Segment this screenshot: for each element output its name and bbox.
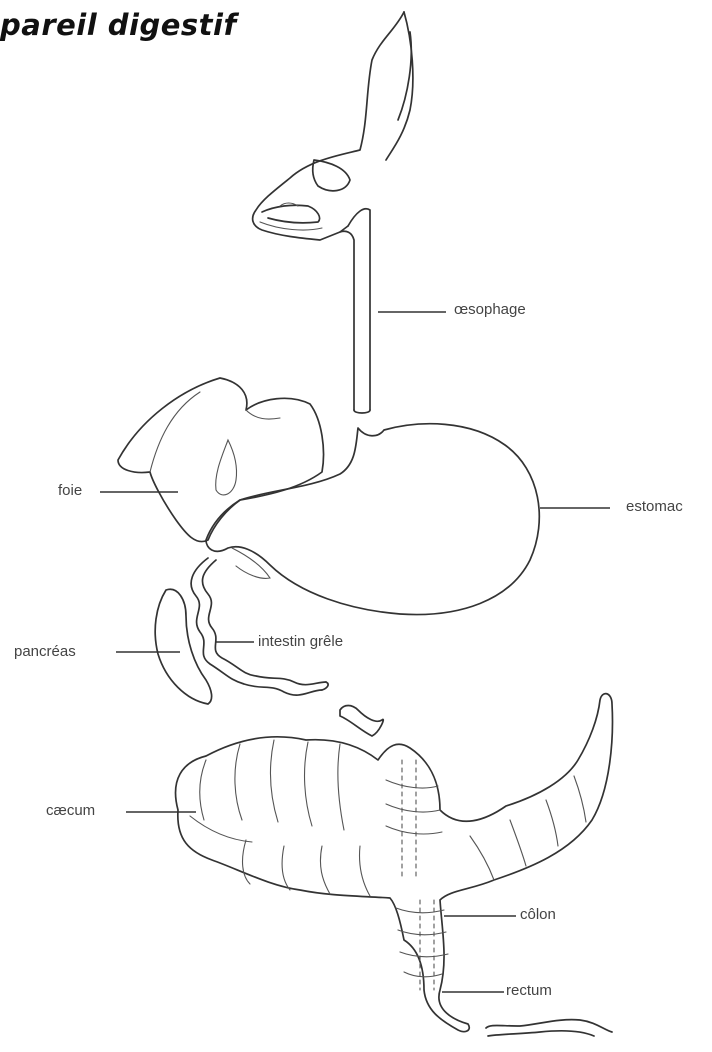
head-outline [253,12,413,240]
label-foie: foie [58,482,82,499]
label-colon: côlon [520,906,556,923]
stomach [206,424,539,615]
label-estomac: estomac [626,498,683,515]
label-rectum: rectum [506,982,552,999]
label-pancreas: pancréas [14,643,76,660]
label-caecum: cæcum [46,802,95,819]
label-intestin-grele: intestin grêle [258,633,343,650]
oesophagus [340,209,370,413]
label-oesophage: œsophage [454,301,526,318]
